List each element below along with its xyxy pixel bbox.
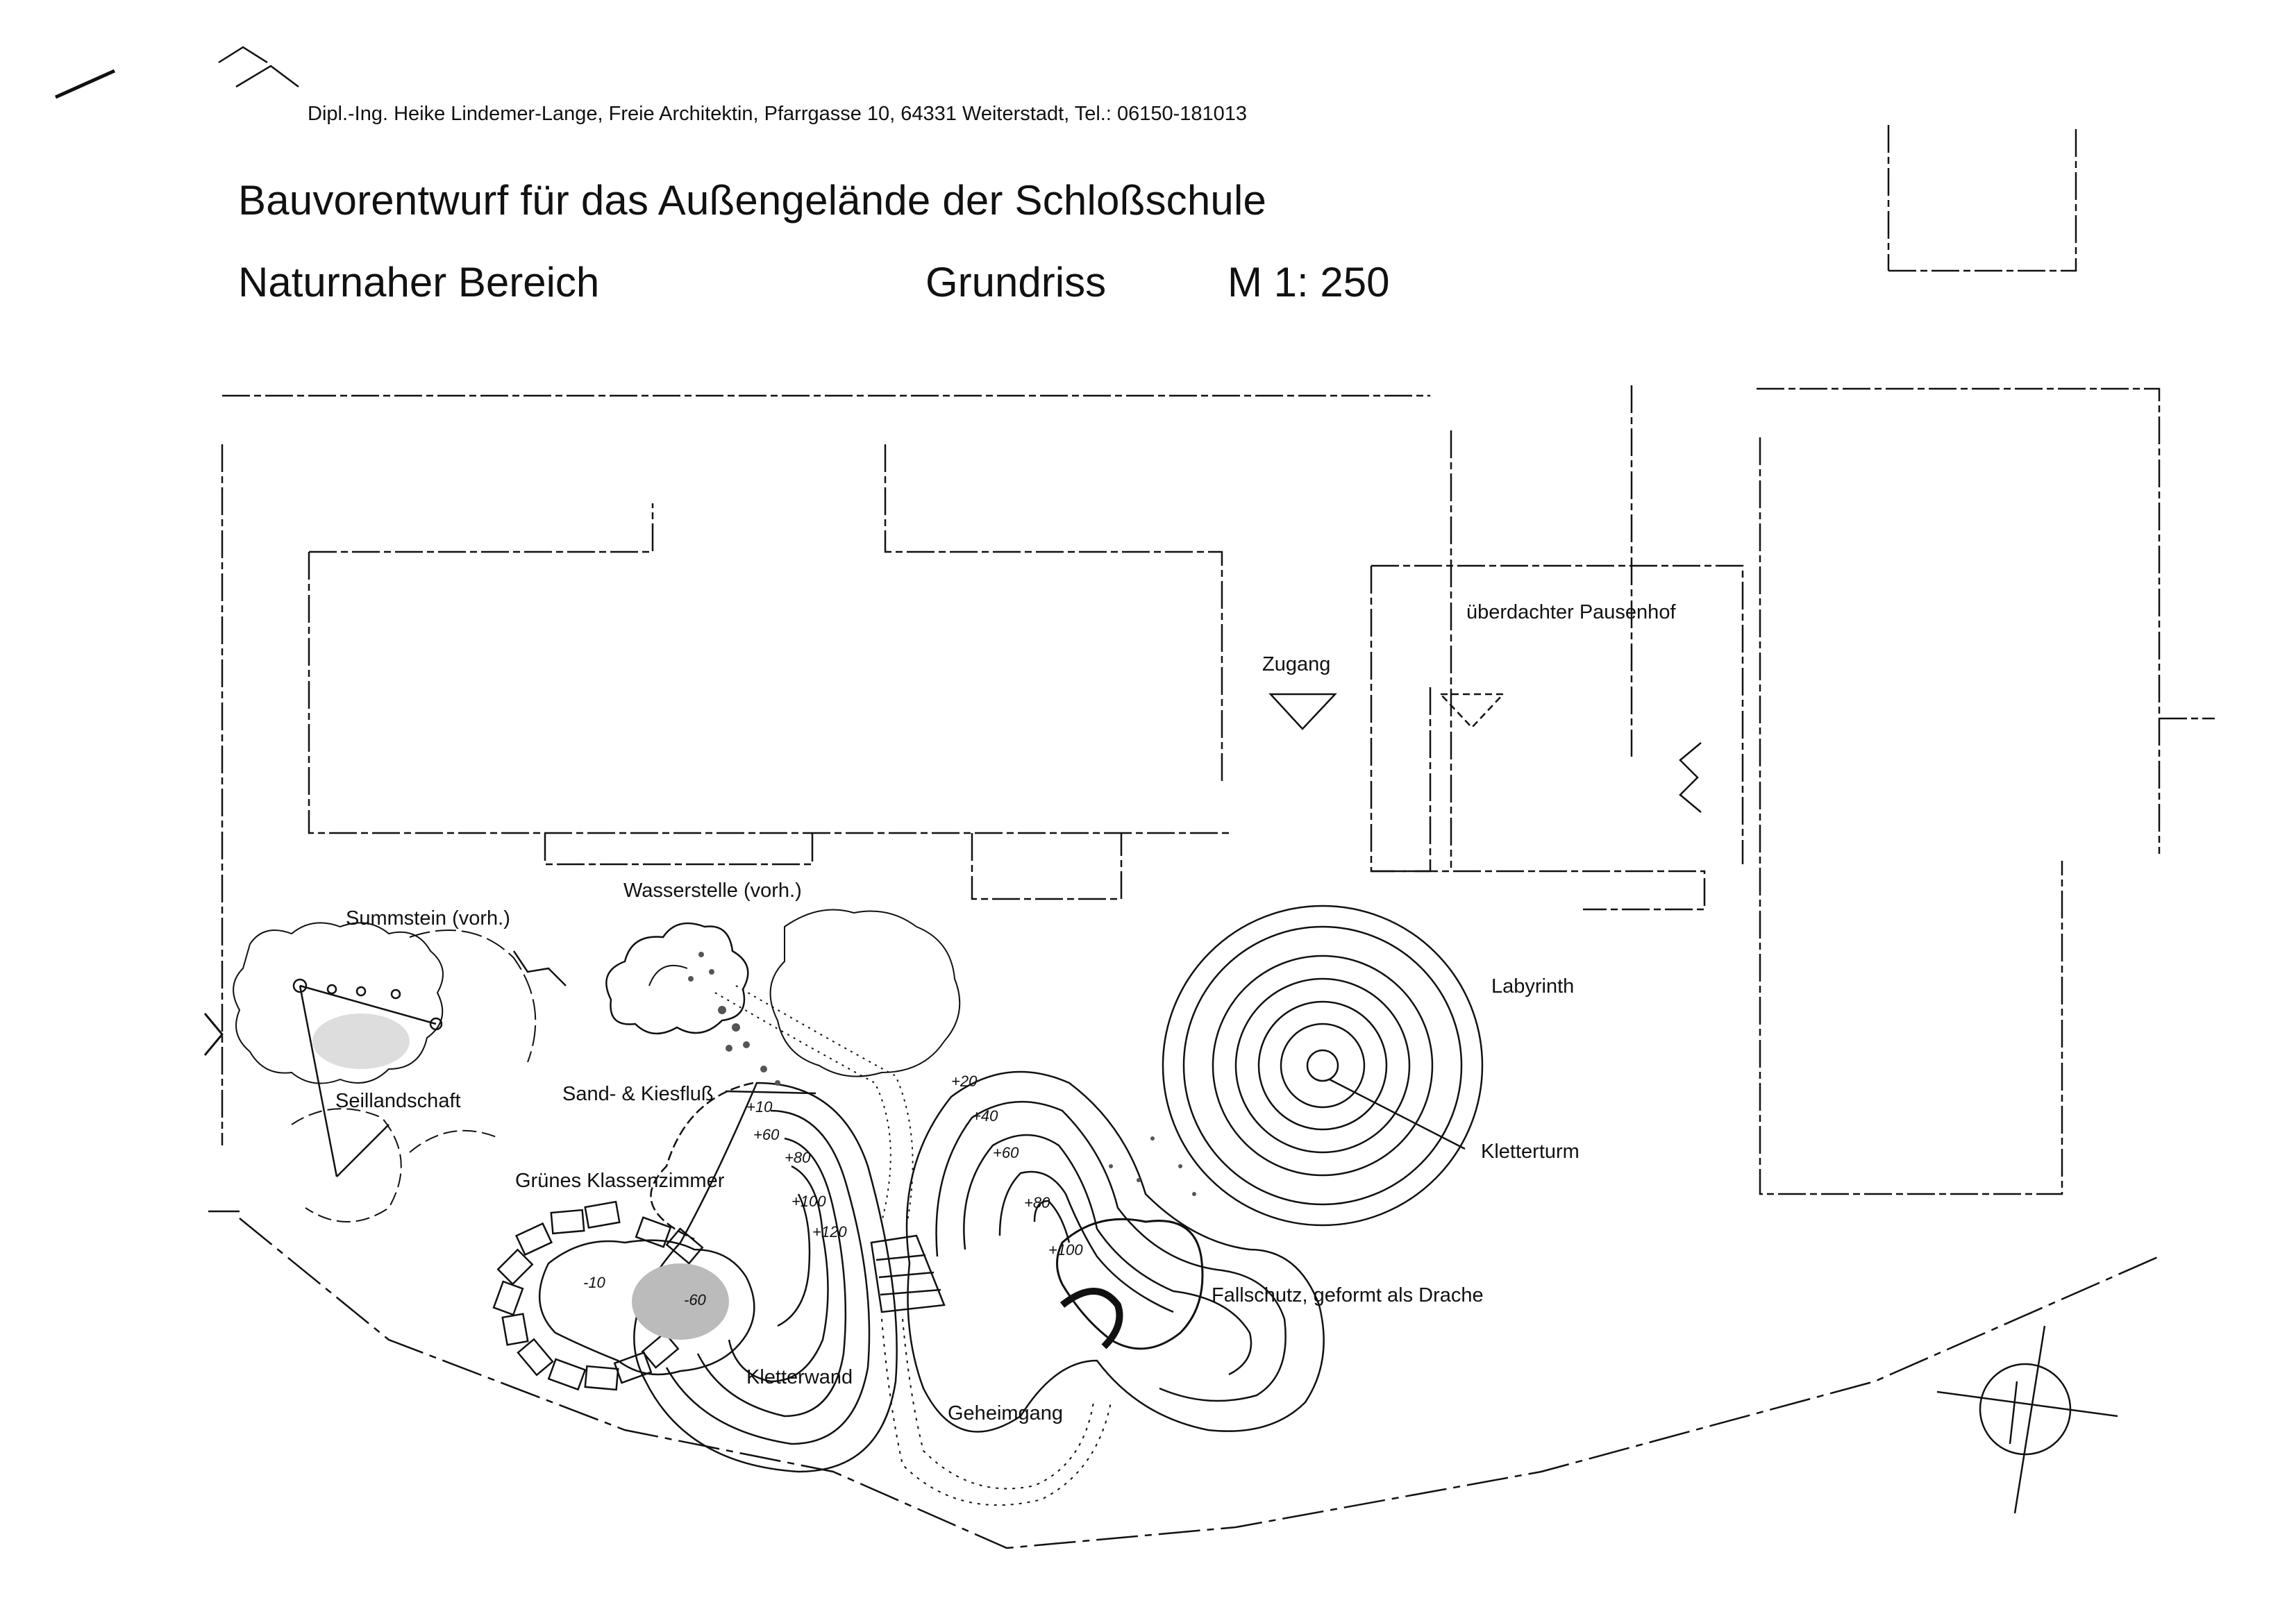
label-pausenhof: überdachter Pausenhof (1466, 601, 1676, 623)
labyrinth (1162, 905, 1484, 1227)
site-boundary (239, 1218, 2160, 1549)
contour-value-labels: +10 +60 +80 +100 +120 +20 +40 +60 +80 +1… (583, 1073, 1083, 1309)
wall-jog (1679, 742, 1702, 813)
contour-label: +60 (993, 1144, 1019, 1161)
bridge (870, 1234, 946, 1313)
contour-label: +20 (951, 1073, 978, 1090)
logo-roof-mark-2 (235, 65, 299, 88)
fallschutz-dragon (1056, 1218, 1204, 1350)
architect-header-line: Dipl.-Ing. Heike Lindemer-Lange, Freie A… (308, 103, 1248, 125)
contour-label: -60 (684, 1291, 707, 1309)
label-zugang: Zugang (1262, 653, 1331, 675)
contour-label: -10 (583, 1274, 606, 1291)
contour-label: +60 (753, 1126, 780, 1143)
label-geheimgang: Geheimgang (948, 1402, 1064, 1424)
left-hill-contours (633, 1082, 898, 1473)
geheimgang-tunnel (1059, 1288, 1123, 1349)
contour-label: +10 (746, 1098, 773, 1116)
margin-stroke (54, 69, 116, 99)
pausenhof-entrance-marker (1439, 693, 1505, 729)
gate-marker (203, 1013, 224, 1056)
label-seillandschaft: Seillandschaft (335, 1090, 461, 1112)
contour-label: +40 (972, 1107, 998, 1125)
label-sand-kiesfluss: Sand- & Kiesfluß (562, 1083, 714, 1105)
classroom-floor (538, 1239, 755, 1376)
label-wasserstelle: Wasserstelle (vorh.) (623, 880, 802, 902)
building-outline (221, 125, 2215, 1195)
sand-kiesfluss-leader (725, 1090, 816, 1095)
contour-label: +100 (791, 1193, 826, 1210)
contour-label: +80 (1024, 1194, 1050, 1211)
right-hill-contours (905, 1070, 1325, 1433)
zugang-entrance-marker (1268, 693, 1337, 730)
plan-area-name: Naturnaher Bereich (238, 259, 600, 305)
contour-label: +80 (785, 1149, 811, 1166)
seillandschaft-ropes (292, 950, 567, 1177)
logo-roof-mark (218, 46, 268, 64)
label-kletterturm: Kletterturm (1481, 1141, 1579, 1163)
plan-scale: M 1: 250 (1227, 259, 1390, 305)
label-gruenes-klassenzimmer: Grünes Klassenzimmer (515, 1170, 725, 1192)
kletterturm-leader (1329, 1078, 1466, 1150)
contour-label: +100 (1048, 1241, 1083, 1259)
label-kletterwand: Kletterwand (746, 1366, 853, 1388)
north-arrow-icon (1936, 1325, 2118, 1514)
sand-kiesfluss-path (714, 985, 1112, 1506)
stipple-areas (312, 952, 1196, 1340)
wasserstelle-cloud (605, 922, 749, 1035)
tree-canopies (233, 909, 961, 1222)
plan-view-type: Grundriss (925, 259, 1107, 305)
plan-title: Bauvorentwurf für das Außengelände der S… (238, 177, 1267, 224)
label-labyrinth: Labyrinth (1491, 975, 1575, 998)
label-fallschutz: Fallschutz, geformt als Drache (1212, 1284, 1484, 1306)
label-summstein: Summstein (vorh.) (346, 907, 510, 930)
gruenes-klassenzimmer-seats (492, 1200, 704, 1391)
contour-label: +120 (812, 1223, 847, 1241)
